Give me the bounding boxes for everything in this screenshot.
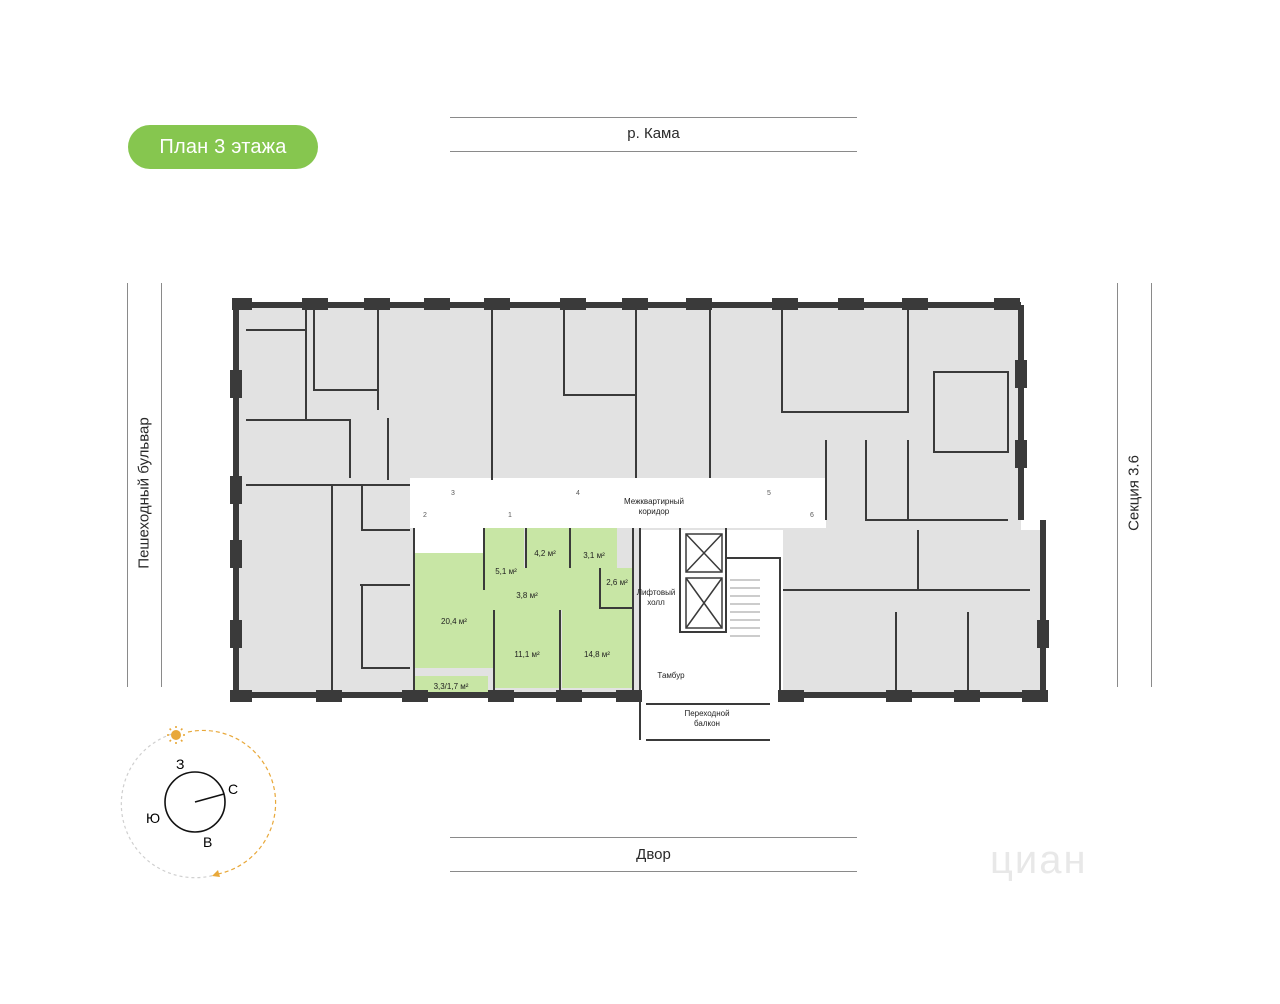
compass-circle: [164, 771, 226, 833]
partitions: [246, 310, 1030, 741]
room-closet: [600, 568, 633, 608]
wall-pillars: [230, 298, 1049, 702]
compass-west: З: [176, 756, 184, 772]
floor-title: План 3 этажа: [159, 135, 287, 158]
common-corridor-area: [410, 478, 826, 528]
compass-rose: З С Ю В: [120, 726, 277, 879]
door-number-6: 6: [810, 512, 814, 519]
north-lines: [450, 117, 857, 152]
common-area-labels: Межквартирный коридор Лифтовый холл Тамб…: [624, 497, 730, 728]
west-lines: [127, 283, 162, 687]
compass-east: В: [203, 834, 212, 850]
corridor-label-2: коридор: [639, 507, 670, 516]
area-corridor: 3,8 м²: [516, 591, 538, 600]
balcony-label-2: балкон: [694, 719, 720, 728]
lift-hall-label-1: Лифтовый: [637, 588, 676, 597]
area-bath2: 3,1 м²: [583, 551, 605, 560]
room-kitchen-strip: [414, 528, 484, 553]
door-number-5: 5: [767, 490, 771, 497]
south-lines: [450, 837, 857, 872]
compass-needle: [194, 793, 225, 803]
room-bedroom2: [562, 608, 633, 688]
highlighted-apartment: [414, 528, 633, 696]
compass-south: Ю: [146, 810, 160, 826]
sun-icon: [167, 726, 185, 744]
room-balcony: [414, 676, 488, 696]
balcony-label-1: Переходной: [684, 709, 729, 718]
north-label: р. Кама: [627, 125, 680, 142]
stairs: [730, 579, 760, 637]
door-numbers: 1 2 3 4 5 6: [423, 490, 814, 519]
door-number-1: 1: [508, 512, 512, 519]
tambur-label: Тамбур: [657, 671, 685, 680]
area-closet: 2,6 м²: [606, 578, 628, 587]
sun-path-arc: [187, 729, 277, 875]
room-corridor: [494, 568, 600, 610]
watermark: циан: [990, 838, 1088, 882]
door-number-2: 2: [423, 512, 427, 519]
room-area-labels: 20,4 м² 5,1 м² 4,2 м² 3,1 м² 3,8 м² 2,6 …: [434, 549, 629, 691]
lift-hall-label-2: холл: [647, 598, 665, 607]
east-lines: [1117, 283, 1152, 687]
lift-shafts: [685, 533, 723, 629]
room-bedroom1: [494, 610, 560, 688]
sun-path-arrow: [212, 870, 220, 877]
area-hall: 5,1 м²: [495, 567, 517, 576]
building-base: [236, 305, 1043, 740]
corridor-label-1: Межквартирный: [624, 497, 684, 506]
area-balcony: 3,3/1,7 м²: [434, 682, 469, 691]
floor-title-badge: План 3 этажа: [128, 125, 318, 169]
door-number-4: 4: [576, 490, 580, 497]
area-bedroom1: 11,1 м²: [514, 650, 540, 659]
area-living: 20,4 м²: [441, 617, 467, 626]
room-living: [414, 553, 494, 668]
sun-path-arc-rest: [120, 733, 219, 879]
area-bath1: 4,2 м²: [534, 549, 556, 558]
south-label: Двор: [636, 846, 671, 863]
room-bath1: [526, 528, 569, 568]
room-bath2: [571, 528, 617, 568]
area-bedroom2: 14,8 м²: [584, 650, 610, 659]
compass-north: С: [228, 781, 238, 797]
door-number-3: 3: [451, 490, 455, 497]
